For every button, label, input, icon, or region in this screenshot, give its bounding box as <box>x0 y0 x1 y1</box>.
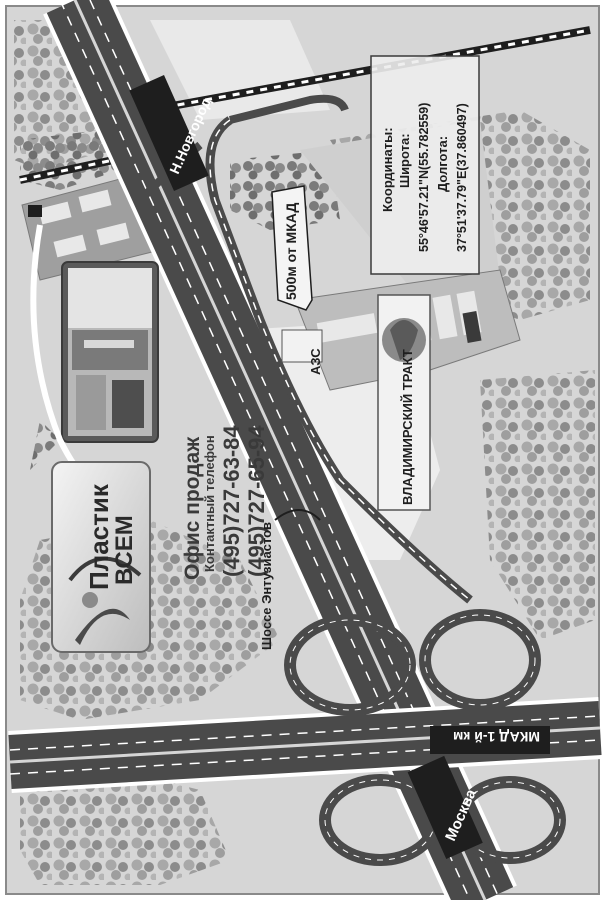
mkad-label: МКАД 1-й км <box>453 729 540 745</box>
trade-center-name: ВЛАДИМИРСКИЙ ТРАКТ <box>400 349 415 505</box>
distance-callout: 500м от МКАД <box>271 185 313 311</box>
shosse-label-group: Шоссе Энтузиастов <box>259 509 321 650</box>
coordinates-box: Координаты: Широта: 55°46'57.21"N(55.782… <box>370 55 480 275</box>
latitude-label: Широта: <box>397 133 412 188</box>
office-phone-2: (495)727-65-94 <box>244 425 269 577</box>
office-phone-label: Контактный телефон <box>202 435 217 572</box>
logo-brand-line1: Пластик <box>84 483 114 590</box>
sales-office-info: Офис продаж Контактный телефон (495)727-… <box>181 425 269 580</box>
longitude-value: 37°51'37.79"E(37.860497) <box>455 103 469 252</box>
trade-center-sign: ВЛАДИМИРСКИЙ ТРАКТ <box>377 294 431 511</box>
longitude-label: Долгота: <box>435 136 450 192</box>
mkad-label-group: МКАД 1-й км <box>430 726 550 754</box>
coordinates-title: Координаты: <box>380 127 395 212</box>
gas-station-label: АЗС <box>308 348 323 375</box>
warehouse-area <box>21 174 161 281</box>
moskva-label-group: Москва <box>407 755 483 859</box>
latitude-value: 55°46'57.21"N(55.782559) <box>417 103 431 252</box>
store-photo <box>61 261 159 443</box>
company-logo: Пластик ВСЕМ <box>51 461 151 653</box>
field-patch <box>150 20 330 120</box>
office-phone-1: (495)727-63-84 <box>219 425 244 577</box>
office-title: Офис продаж <box>181 436 204 580</box>
gas-station: АЗС <box>281 329 323 375</box>
distance-label: 500м от МКАД <box>283 203 299 300</box>
shosse-label: Шоссе Энтузиастов <box>259 522 274 650</box>
logo-brand-line2: ВСЕМ <box>111 515 138 585</box>
